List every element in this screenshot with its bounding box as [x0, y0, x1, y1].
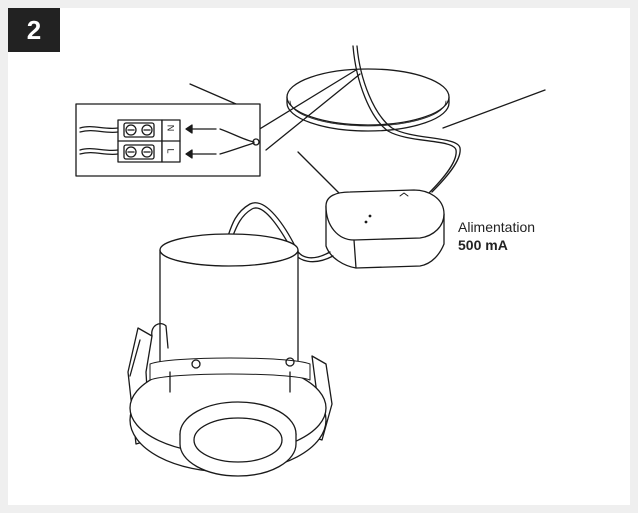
led-driver-box [325, 189, 445, 269]
driver-cable [227, 202, 334, 263]
terminal-live-label: L [165, 148, 176, 154]
downlight-fixture [127, 233, 333, 477]
supply-cable [352, 45, 461, 195]
current-rating: 500 mA [458, 237, 508, 253]
step-number-badge: 2 [8, 8, 60, 52]
power-supply-caption: Alimentation 500 mA [458, 218, 535, 254]
ceiling-cutout [286, 68, 450, 132]
callout-leaders [257, 69, 361, 151]
terminal-inset [75, 103, 261, 177]
terminal-neutral-label: N [165, 124, 176, 132]
supply-label: Alimentation [458, 219, 536, 235]
